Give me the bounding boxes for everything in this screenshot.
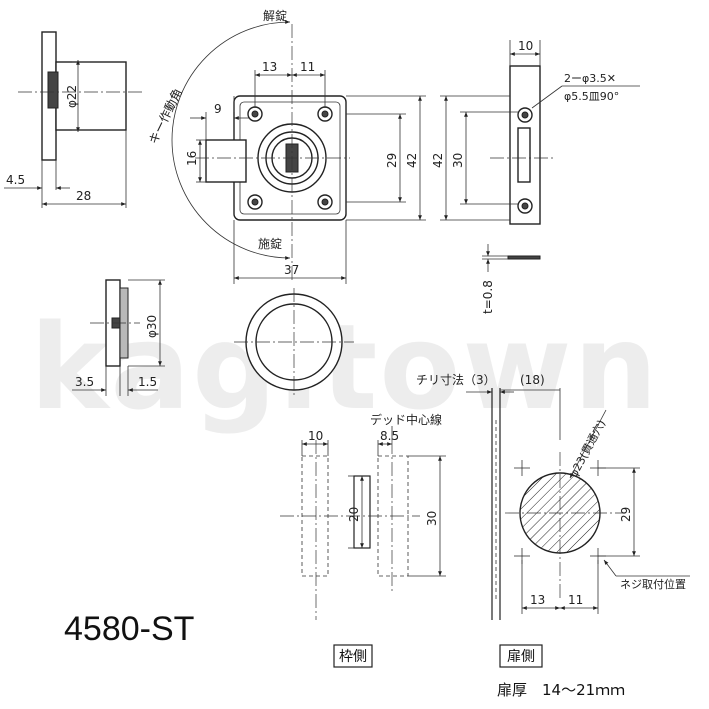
side-view-lower: φ30 3.5 1.5 — [72, 279, 165, 396]
label-screw-holes-1: 2ーφ3.5✕ — [564, 72, 616, 85]
dim-13-top: 13 — [262, 60, 277, 74]
dim-37: 37 — [284, 263, 299, 277]
dim-4-5: 4.5 — [6, 173, 25, 187]
dim-28: 28 — [76, 189, 91, 203]
dim-d30-side: φ30 — [145, 315, 159, 338]
label-deadbolt-center: デッド中心線 — [370, 412, 442, 427]
label-door-side: 扉側 — [507, 649, 535, 665]
watermark-text: kagitown — [30, 298, 660, 436]
model-number: 4580-ST — [64, 610, 194, 648]
dim-10-strike: 10 — [518, 39, 533, 53]
dim-30-frame: 30 — [425, 511, 439, 526]
dim-3-5: 3.5 — [75, 375, 94, 389]
label-screw-position: ネジ取付位置 — [620, 577, 686, 591]
dim-20: 20 — [347, 507, 361, 522]
label-lock: 施錠 — [258, 236, 282, 251]
dim-42-strike: 42 — [431, 153, 445, 168]
rosette-view — [234, 288, 354, 398]
dim-13-door: 13 — [530, 593, 545, 607]
dim-d22: φ22 — [65, 85, 79, 108]
dim-1-5: 1.5 — [138, 375, 157, 389]
frame-side-cutout: デッド中心線 10 8.5 20 30 枠側 — [280, 412, 446, 668]
label-screw-holes-2: φ5.5皿90° — [564, 90, 619, 103]
dim-30-strike: 30 — [451, 153, 465, 168]
dim-8-5: 8.5 — [380, 429, 399, 443]
dim-10-frame: 10 — [308, 429, 323, 443]
dim-11-top: 11 — [300, 60, 315, 74]
dim-9: 9 — [214, 102, 222, 116]
side-view-top: φ22 4.5 28 — [4, 31, 145, 208]
label-key-rotation: キー作動角 — [146, 86, 185, 146]
dim-42-front: 42 — [405, 153, 419, 168]
front-view: 解錠 施錠 キー作動角 13 11 9 16 29 — [146, 8, 426, 284]
dim-29-front: 29 — [385, 153, 399, 168]
dim-t-0-8: t=0.8 — [481, 280, 495, 314]
door-thickness: 扉厚 14～21ｍｍ — [497, 681, 625, 699]
label-chiri-value: (18) — [520, 373, 545, 387]
label-unlock: 解錠 — [263, 8, 287, 23]
dim-11-door: 11 — [568, 593, 583, 607]
dim-16: 16 — [185, 151, 199, 166]
label-chiri: チリ寸法（3） — [416, 373, 496, 387]
strike-plate-view: 10 2ーφ3.5✕ φ5.5皿90° 42 30 t=0.8 — [431, 39, 640, 314]
dim-29-door: 29 — [619, 507, 633, 522]
label-frame-side: 枠側 — [339, 649, 367, 665]
